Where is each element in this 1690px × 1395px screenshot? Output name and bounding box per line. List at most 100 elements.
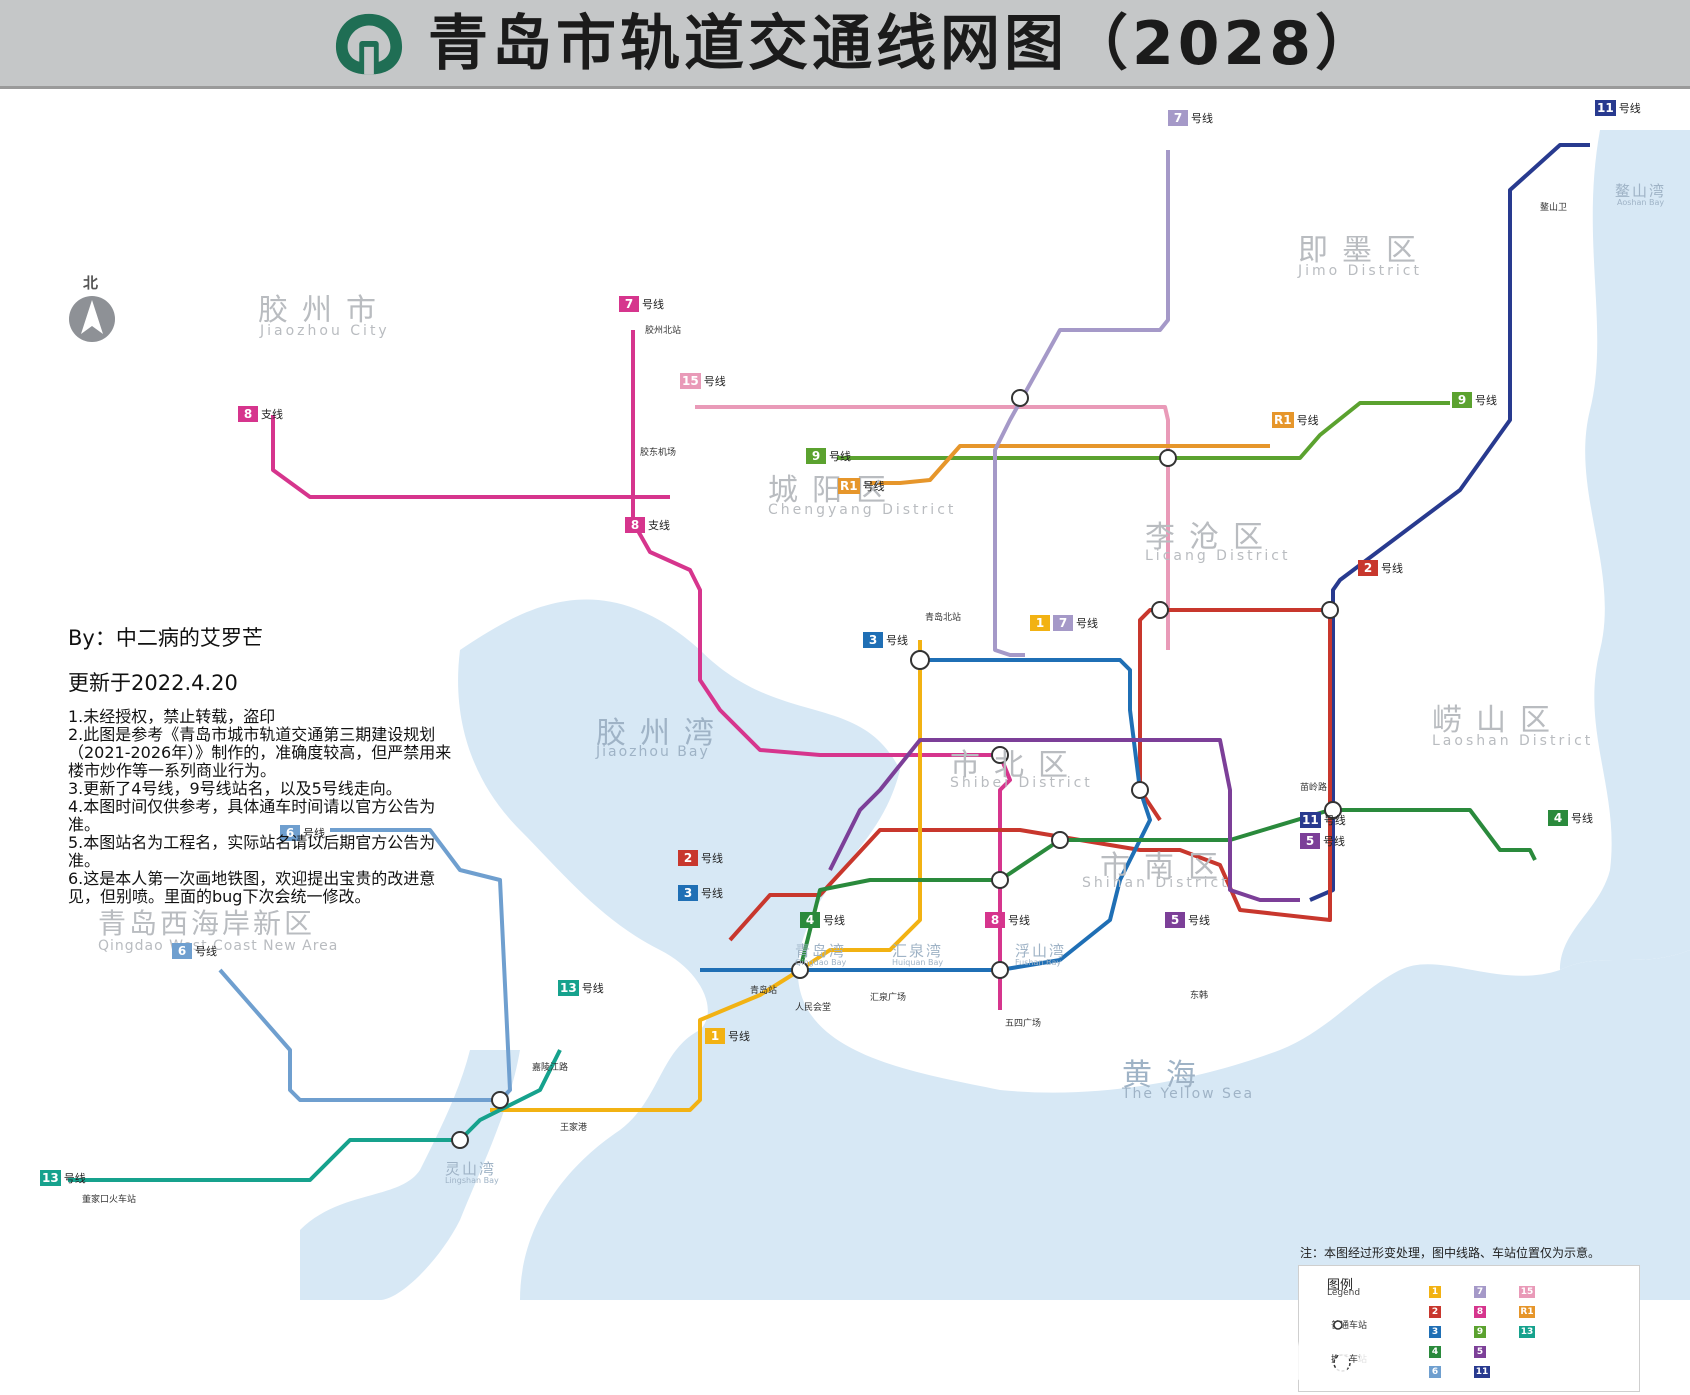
line-badge-9[interactable]: 9 号线 [1452, 392, 1497, 408]
legend-swatch-3: 3 [1429, 1326, 1441, 1338]
transfer-station [791, 961, 809, 979]
line-2-path [728, 608, 1332, 942]
line-badge-15[interactable]: 15 号线 [680, 373, 726, 389]
qingdao-metro-logo [335, 13, 403, 75]
legend-line-number: 11 [1474, 1366, 1490, 1378]
line-5-path [828, 738, 1300, 902]
line-badge-13[interactable]: 13 号线 [40, 1170, 86, 1186]
line-badge-8[interactable]: 8 号线 [985, 912, 1030, 928]
line-number: 9 [806, 448, 826, 464]
station-label[interactable]: 五四广场 [1005, 1019, 1042, 1029]
station-label[interactable]: 青岛站 [750, 986, 778, 996]
legend-swatch-13: 13 [1519, 1326, 1535, 1338]
line-badge-3[interactable]: 3 号线 [863, 632, 908, 648]
line-badge-13[interactable]: 13 号线 [558, 980, 604, 996]
line-badge-8[interactable]: 7 号线 [619, 296, 664, 312]
note-item: 3.更新了4号线，9号线站名，以及5号线走向。 [68, 779, 402, 798]
transfer-station [1321, 601, 1339, 619]
line-badge-3[interactable]: 3 号线 [678, 885, 723, 901]
line-badge-8-branch[interactable]: 8 支线 [625, 517, 670, 533]
line-badge-4[interactable]: 4 号线 [1548, 810, 1593, 826]
station-label[interactable]: 苗岭路 [1300, 783, 1328, 793]
station-label[interactable]: 东韩 [1190, 991, 1209, 1001]
line-label: 号线 [1296, 414, 1319, 427]
line-label: 号线 [829, 450, 851, 463]
line-number: 3 [863, 632, 883, 648]
legend-line-number: 4 [1429, 1346, 1441, 1358]
line-badge-9[interactable]: 9 号线 [806, 448, 851, 464]
page-title: 青岛市轨道交通线网图（2028） [428, 9, 1379, 79]
line-badge-6[interactable]: 6 号线 [172, 943, 217, 959]
water-label-en: Jiaozhou Bay [596, 744, 710, 760]
line-badge-1-7[interactable]: 1 7 号线 [1030, 615, 1098, 631]
line-badge-5[interactable]: 5 号线 [1300, 833, 1345, 849]
line-number: R1 [1272, 412, 1294, 428]
water-label: 鳌山湾 [1615, 182, 1667, 200]
line-badge-11[interactable]: 11 号线 [1300, 812, 1346, 828]
line-number: 15 [680, 373, 701, 389]
map-canvas [68, 130, 1690, 1300]
station-label[interactable]: 鳌山卫 [1540, 203, 1568, 213]
line-label: 号线 [195, 945, 217, 958]
station-label[interactable]: 王家港 [560, 1123, 588, 1133]
line-badge-4[interactable]: 4 号线 [800, 912, 845, 928]
transfer-station [451, 1131, 469, 1149]
line-number: 8 [625, 517, 645, 533]
line-label: 号线 [701, 887, 723, 900]
legend-swatch-5: 5 [1474, 1346, 1486, 1358]
line-number: 13 [558, 980, 579, 996]
station-label[interactable]: 胶州北站 [645, 326, 682, 336]
region-label-en: Shinan District [1082, 875, 1230, 891]
station-label[interactable]: 胶东机场 [640, 448, 677, 458]
line-number: 8 [985, 912, 1005, 928]
station-label[interactable]: 人民会堂 [795, 1003, 832, 1013]
water-label-en: Huiquan Bay [892, 958, 944, 967]
line-number: 1 [705, 1028, 725, 1044]
metro-map: 北 胶州市 Jiaozhou City 即墨区 Jimo District 城阳… [0, 90, 1690, 1395]
legend-title: 图例 [1327, 1278, 1354, 1293]
water-label: 青岛湾 [795, 942, 847, 960]
legend-line-number: 2 [1429, 1306, 1441, 1318]
line-badge-6[interactable]: 6 号线 [280, 825, 325, 841]
map-distortion-note: 注：本图经过形变处理，图中线路、车站位置仅为示意。 [1300, 1246, 1601, 1260]
region-label: 即墨区 [1298, 233, 1430, 268]
line-label: 号线 [728, 1030, 750, 1043]
line-badge-5[interactable]: 5 号线 [1165, 912, 1210, 928]
line-badge-11[interactable]: 11 号线 [1595, 100, 1641, 116]
line-badge-r1[interactable]: R1 号线 [1272, 412, 1319, 428]
station-label[interactable]: 青岛北站 [925, 613, 962, 623]
region-label: 李沧区 [1145, 520, 1277, 555]
line-3-path [700, 658, 1152, 972]
line-badge-2[interactable]: 2 号线 [678, 850, 723, 866]
line-badge-r1[interactable]: R1 号线 [838, 478, 885, 494]
region-label-en: Licang District [1145, 548, 1291, 564]
line-badge-1[interactable]: 1 号线 [705, 1028, 750, 1044]
line-11-path [1309, 143, 1590, 902]
water-label-en: The Yellow Sea [1122, 1086, 1255, 1102]
line-badge-2[interactable]: 2 号线 [1358, 560, 1403, 576]
transfer-station [1159, 449, 1177, 467]
station-label[interactable]: 嘉陵江路 [532, 1063, 569, 1073]
water-label: 黄海 [1122, 1058, 1210, 1093]
line-badge-7[interactable]: 7 号线 [1168, 110, 1213, 126]
region-label-en: Chengyang District [768, 502, 957, 518]
legend-swatch-4: 4 [1429, 1346, 1441, 1358]
station-label[interactable]: 董家口火车站 [82, 1195, 137, 1205]
station-label[interactable]: 汇泉广场 [870, 993, 907, 1003]
line-8-branch-path [271, 415, 670, 499]
water-label: 灵山湾 [445, 1160, 497, 1178]
line-label: 号线 [1191, 112, 1213, 125]
region-label: 胶州市 [258, 293, 390, 328]
north-compass: 北 [67, 272, 117, 352]
region-label: 市北区 [950, 748, 1082, 783]
line-label: 号线 [1381, 562, 1403, 575]
region-label-en: Jimo District [1298, 263, 1422, 279]
region-label-en: Jiaozhou City [260, 323, 390, 339]
line-badge-8-branch[interactable]: 8 支线 [238, 406, 283, 422]
water-label: 胶州湾 [596, 716, 728, 751]
line-label: 号线 [1188, 914, 1210, 927]
line-label: 号线 [1475, 394, 1497, 407]
region-label: 青岛西海岸新区 [98, 907, 316, 940]
note-item: 5.本图站名为工程名，实际站名请以后期官方公告为准。 [68, 833, 436, 870]
line-label: 号线 [886, 634, 908, 647]
